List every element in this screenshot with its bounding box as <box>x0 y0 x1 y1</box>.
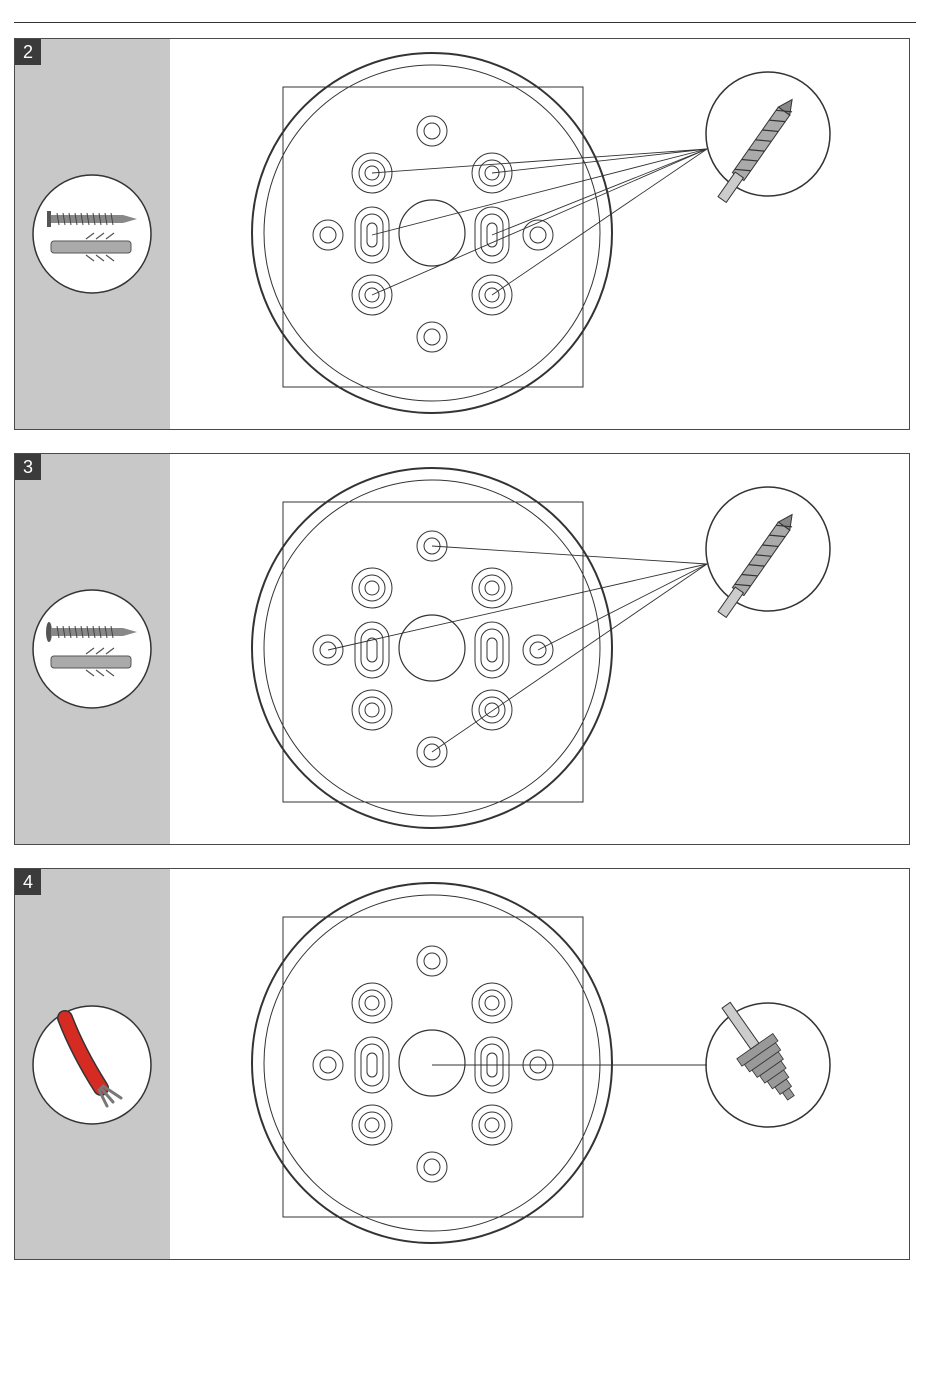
step-panel-2: 2 <box>14 38 910 430</box>
mounting-plate-drawing <box>15 869 911 1261</box>
step-panel-3: 3 <box>14 453 910 845</box>
center-hole <box>399 615 465 681</box>
mounting-plate-drawing <box>15 454 911 846</box>
center-hole <box>399 200 465 266</box>
top-rule <box>14 22 916 23</box>
center-hole <box>399 1030 465 1096</box>
step-panel-4: 4 <box>14 868 910 1260</box>
mounting-plate-drawing <box>15 39 911 431</box>
